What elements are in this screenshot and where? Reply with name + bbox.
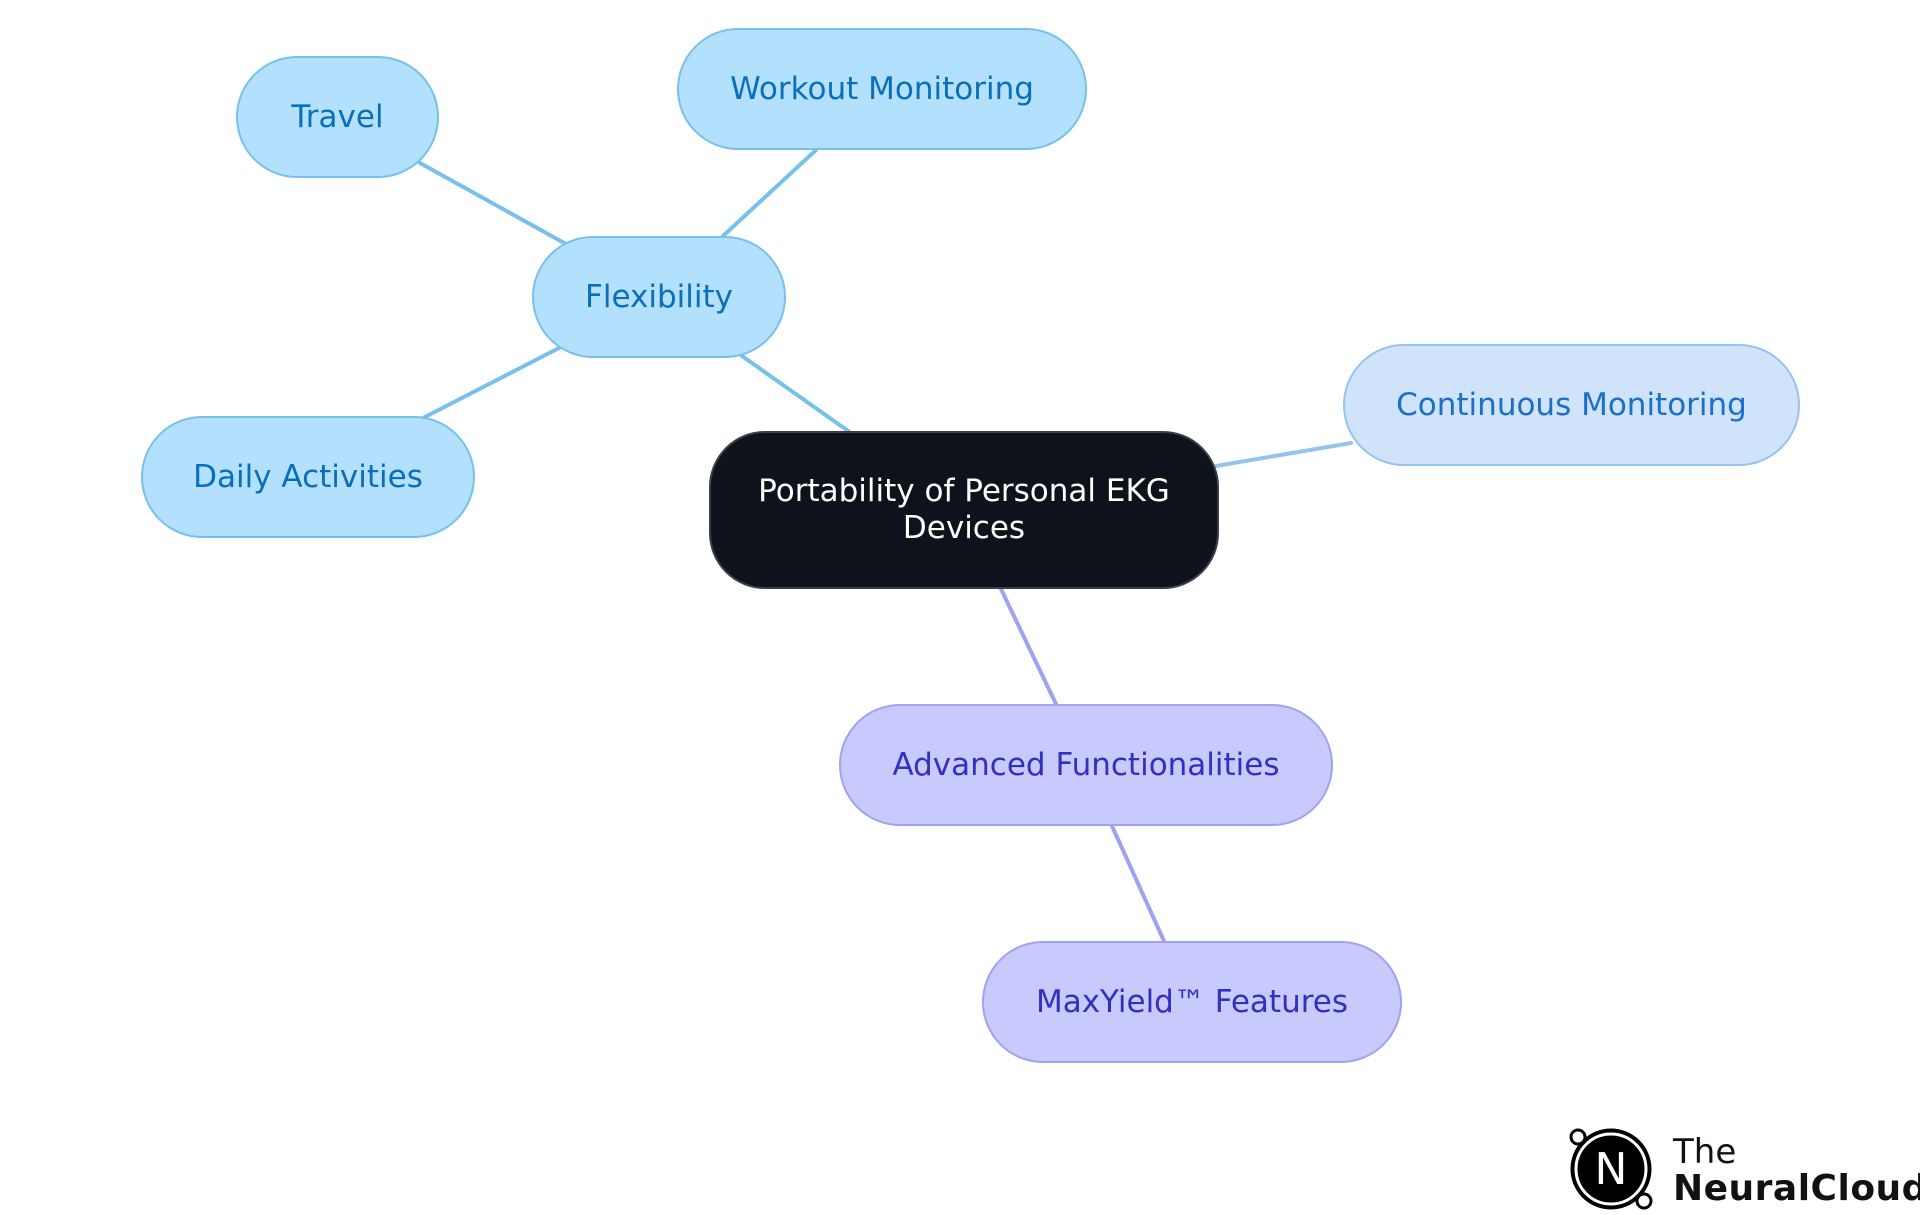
node-maxyield-features: MaxYield™ Features [982,941,1402,1063]
edge-flexibility-travel [418,161,568,246]
logo-text-the: The [1673,1132,1737,1172]
edge-root-advanced [999,587,1058,706]
node-travel: Travel [236,56,439,178]
logo-mark-letter: N [1595,1144,1628,1195]
node-workout-monitoring: Workout Monitoring [677,28,1087,150]
neuralcloud-logo: N The NeuralCloud [1566,1124,1920,1214]
node-travel-label: Travel [291,98,384,135]
logo-text-neuralcloud: NeuralCloud [1673,1168,1920,1209]
edge-flexibility-daily [421,346,561,420]
node-flexibility-label: Flexibility [585,278,733,315]
node-maxyield-features-label: MaxYield™ Features [1035,983,1349,1020]
edge-root-flexibility [740,354,853,435]
edge-advanced-maxyield [1110,824,1166,943]
node-flexibility: Flexibility [532,236,786,358]
node-daily-activities: Daily Activities [141,416,475,538]
node-continuous-monitoring: Continuous Monitoring [1343,344,1800,466]
node-root-topic: Portability of Personal EKG Devices [709,431,1219,589]
neuralcloud-logo-mark-icon: N [1569,1128,1653,1210]
node-daily-activities-label: Daily Activities [193,458,423,495]
node-advanced-functionalities: Advanced Functionalities [839,704,1333,826]
node-root-topic-label: Portability of Personal EKG Devices [758,473,1170,546]
edge-flexibility-workout [721,148,818,238]
node-advanced-functionalities-label: Advanced Functionalities [892,746,1280,783]
edge-root-continuous [1214,441,1353,468]
node-continuous-monitoring-label: Continuous Monitoring [1396,386,1747,423]
node-workout-monitoring-label: Workout Monitoring [730,70,1034,107]
